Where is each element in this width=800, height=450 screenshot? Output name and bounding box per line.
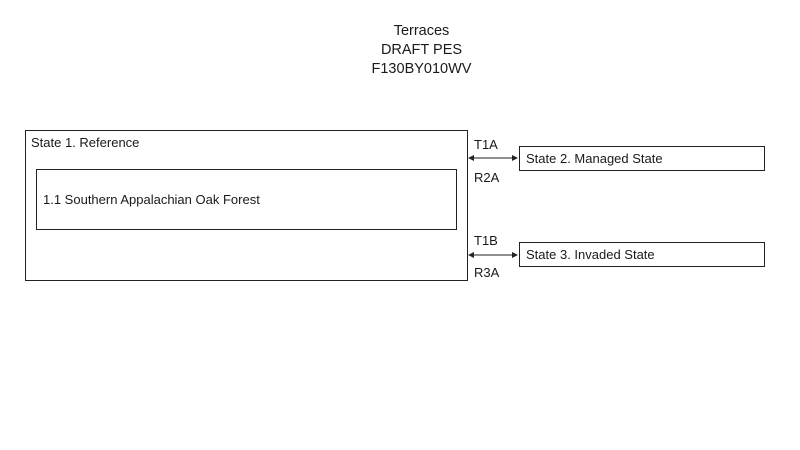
restoration-r2a-label: R2A (474, 170, 500, 185)
state-3-box: State 3. Invaded State (519, 242, 765, 267)
community-phase-1-1-box: 1.1 Southern Appalachian Oak Forest (36, 169, 457, 230)
title-site-name: Terraces (393, 23, 450, 39)
transition-t1a-label: T1A (474, 137, 498, 152)
state-3-label: State 3. Invaded State (526, 247, 655, 262)
state-2-box: State 2. Managed State (519, 146, 765, 171)
title-status: DRAFT PES (380, 42, 463, 58)
state-2-label: State 2. Managed State (526, 151, 663, 166)
community-phase-1-1-label: 1.1 Southern Appalachian Oak Forest (43, 192, 260, 207)
state-1-label: State 1. Reference (31, 135, 140, 150)
diagram-title: Terraces DRAFT PES F130BY010WV (0, 22, 800, 79)
transition-t1b-label: T1B (474, 233, 498, 248)
restoration-r3a-label: R3A (474, 265, 500, 280)
title-ecosite-id: F130BY010WV (371, 61, 472, 77)
